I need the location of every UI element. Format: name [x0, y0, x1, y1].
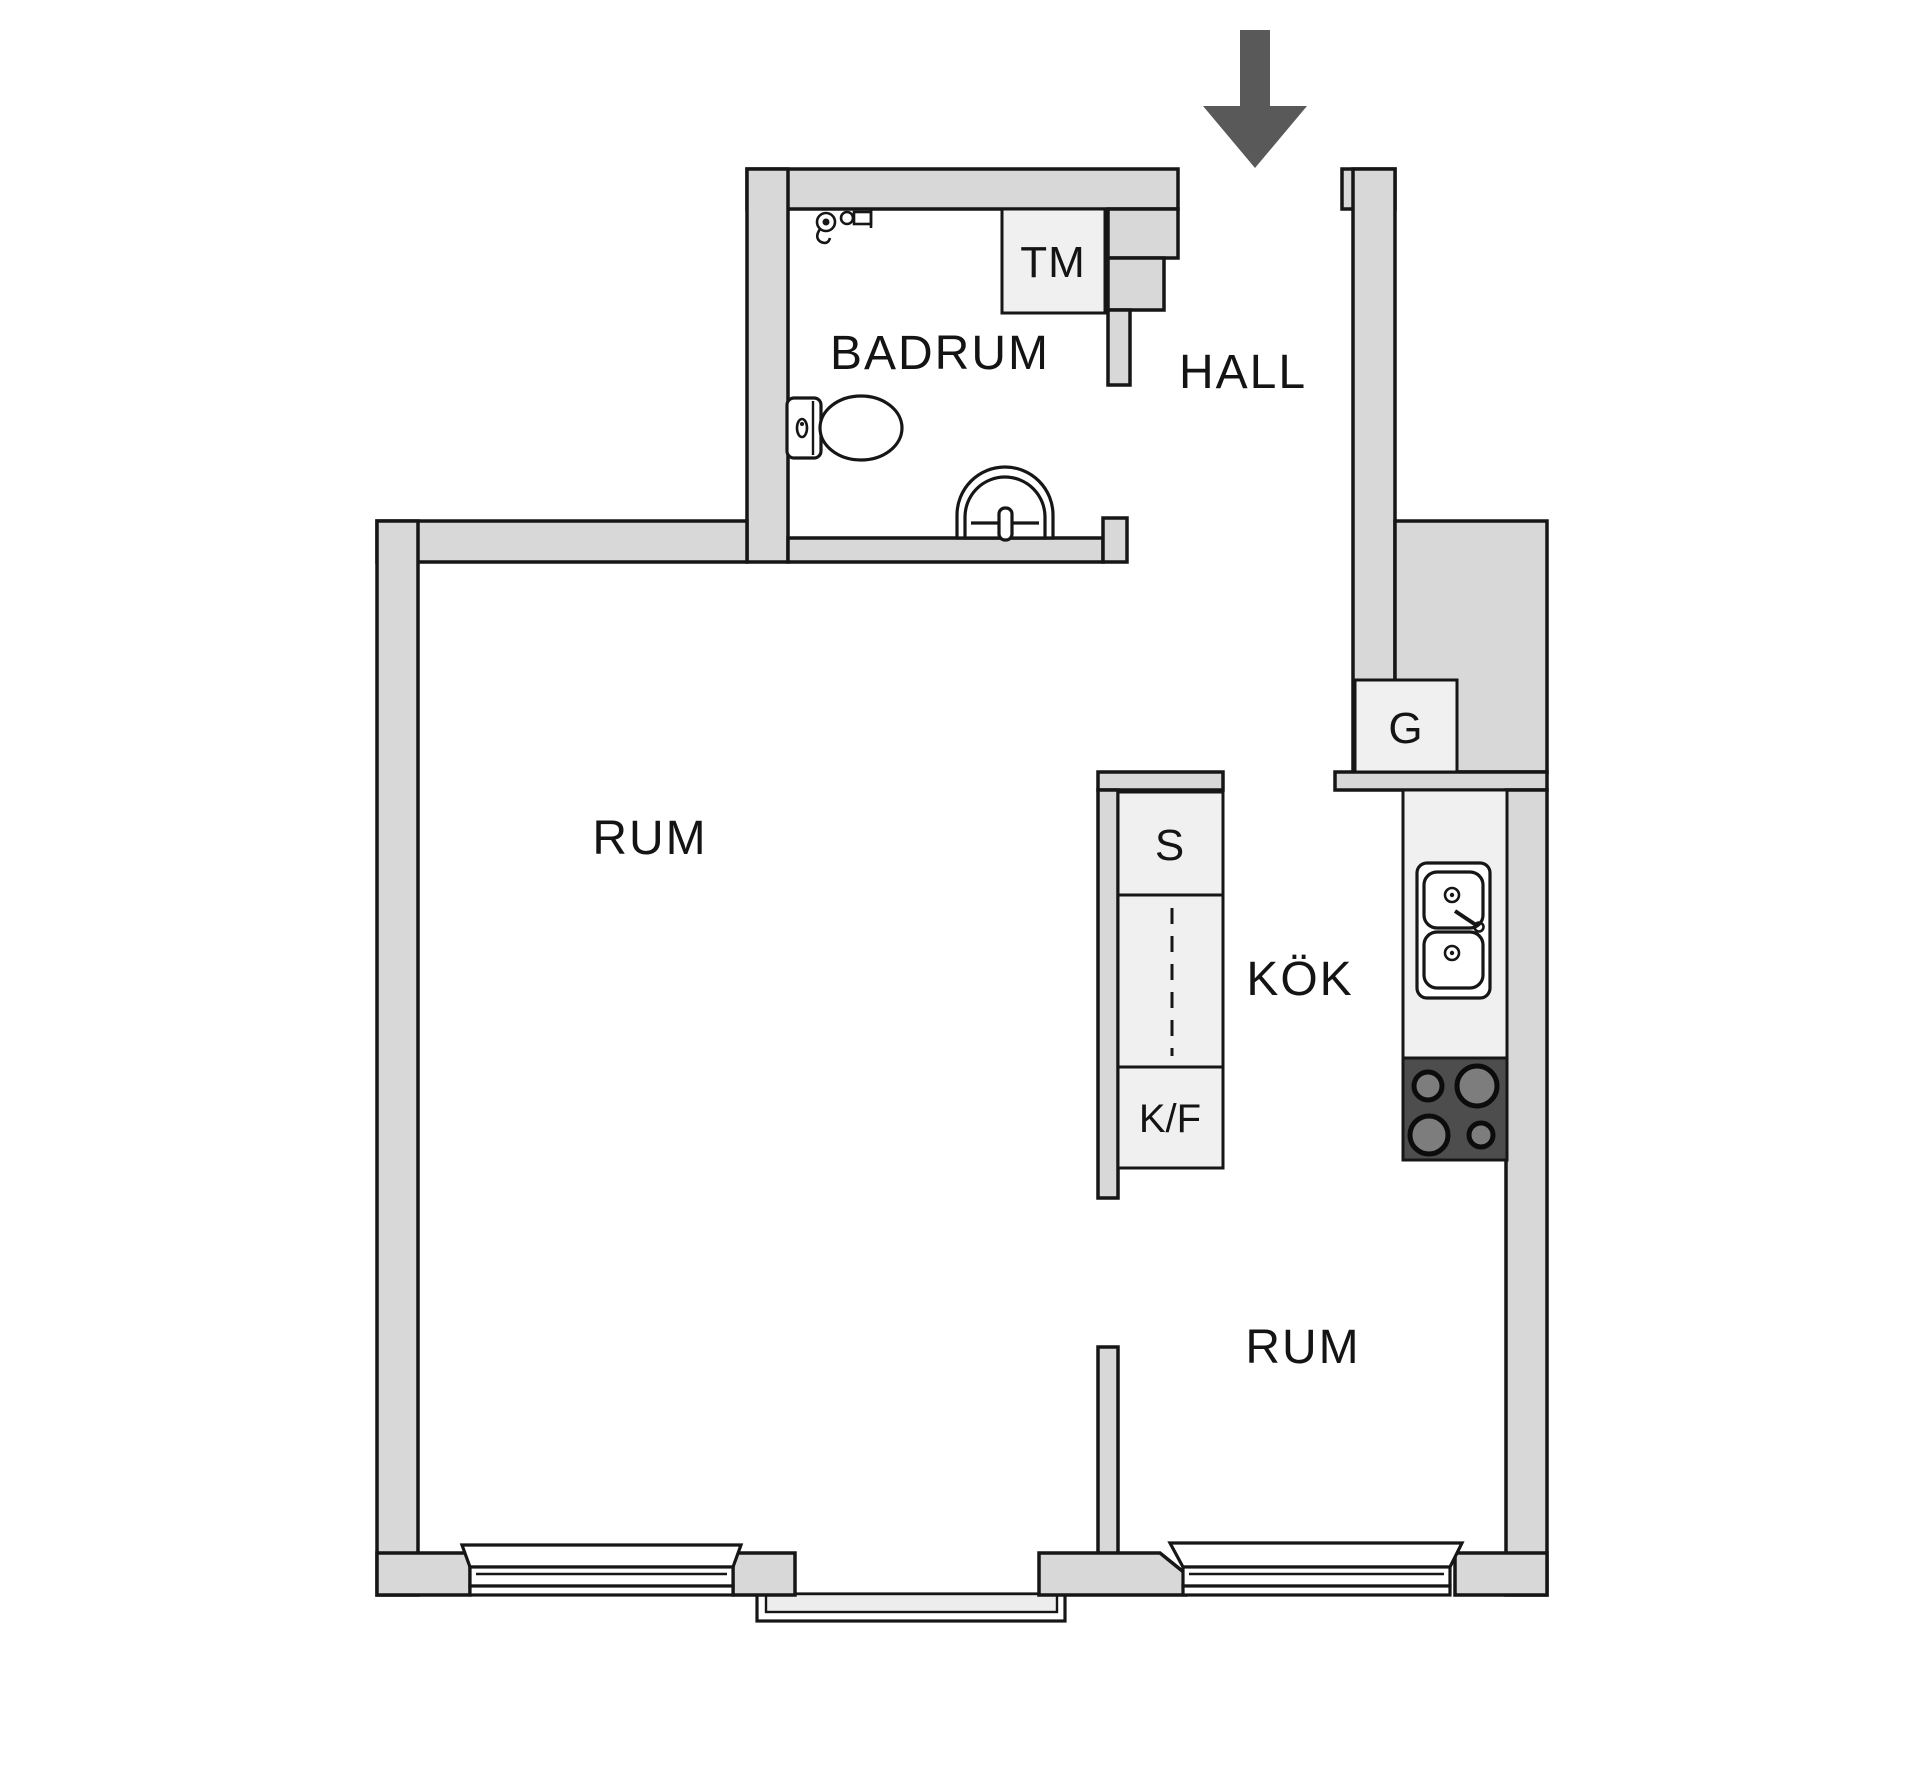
entrance-arrow-icon	[1203, 30, 1307, 168]
wall-kitchen-top-strip	[1333, 770, 1549, 792]
window-right-frame	[1167, 1541, 1465, 1569]
wall-badrum-door-jamb	[1101, 516, 1129, 564]
window-left-glazing	[468, 1565, 735, 1588]
room-label-rum-right: RUM	[1245, 1321, 1360, 1374]
kitchen-faucet	[1453, 909, 1478, 927]
room-label-kok: KÖK	[1246, 953, 1353, 1006]
wall-divider-step1	[1106, 207, 1180, 260]
wall-left-outer	[375, 519, 420, 1597]
wardrobe-label: G	[1388, 704, 1423, 753]
wall-top-main	[375, 519, 749, 564]
cabinet-column: S K/F	[1116, 790, 1225, 1170]
washing-machine-label: TM	[1020, 238, 1086, 287]
wall-divider-step2	[1106, 256, 1166, 312]
stove-icon	[1401, 1056, 1509, 1162]
entrance-arrow-head	[1203, 106, 1307, 168]
fridge-freezer-box	[1116, 1065, 1225, 1170]
toilet-bowl	[818, 394, 904, 462]
toilet-tank	[785, 396, 823, 460]
entrance-arrow-shaft	[1240, 30, 1270, 108]
wall-bottom-mid-left	[731, 1551, 797, 1597]
window-right	[1167, 1541, 1465, 1597]
bathroom-sink-tap	[997, 506, 1014, 542]
window-right-sill	[1181, 1584, 1452, 1597]
wall-top-badrum	[745, 167, 1180, 211]
room-label-hall: HALL	[1179, 346, 1307, 399]
walls	[375, 30, 1549, 1623]
wall-middle-upper	[1096, 788, 1120, 1200]
kitchen-sink-icon	[1415, 861, 1492, 1000]
room-label-rum-left: RUM	[592, 812, 707, 865]
wall-bottom-pillar	[1037, 1551, 1188, 1597]
fridge-freezer-label: K/F	[1139, 1097, 1201, 1141]
wall-badrum-bottom	[786, 536, 1105, 564]
wall-bottom-left	[375, 1551, 472, 1597]
cabinet-s-label: S	[1155, 821, 1185, 870]
wall-middle-lower	[1096, 1345, 1120, 1556]
wall-badrum-left	[745, 167, 790, 564]
window-left-frame	[459, 1543, 744, 1569]
wall-bottom-right	[1453, 1551, 1549, 1597]
window-left	[459, 1543, 744, 1597]
wall-cabinet-cap	[1096, 770, 1225, 792]
toilet-button-dot	[800, 422, 804, 426]
kitchen-counter	[1401, 788, 1509, 1162]
bathroom-sink-icon	[955, 465, 1055, 542]
cabinet-s-box	[1116, 790, 1225, 897]
wall-right-outer	[1504, 788, 1549, 1597]
window-left-sill	[468, 1584, 735, 1597]
shower-mixer-icon	[815, 210, 873, 245]
toilet-button	[795, 417, 809, 439]
window-right-glazing	[1181, 1565, 1452, 1588]
balcony-door-panel	[755, 1592, 1067, 1623]
washing-machine-box: TM	[1000, 207, 1107, 315]
toilet-icon	[785, 394, 904, 462]
room-label-badrum: BADRUM	[830, 327, 1050, 380]
wardrobe-box: G	[1353, 678, 1459, 774]
wall-divider-step3	[1106, 308, 1132, 387]
